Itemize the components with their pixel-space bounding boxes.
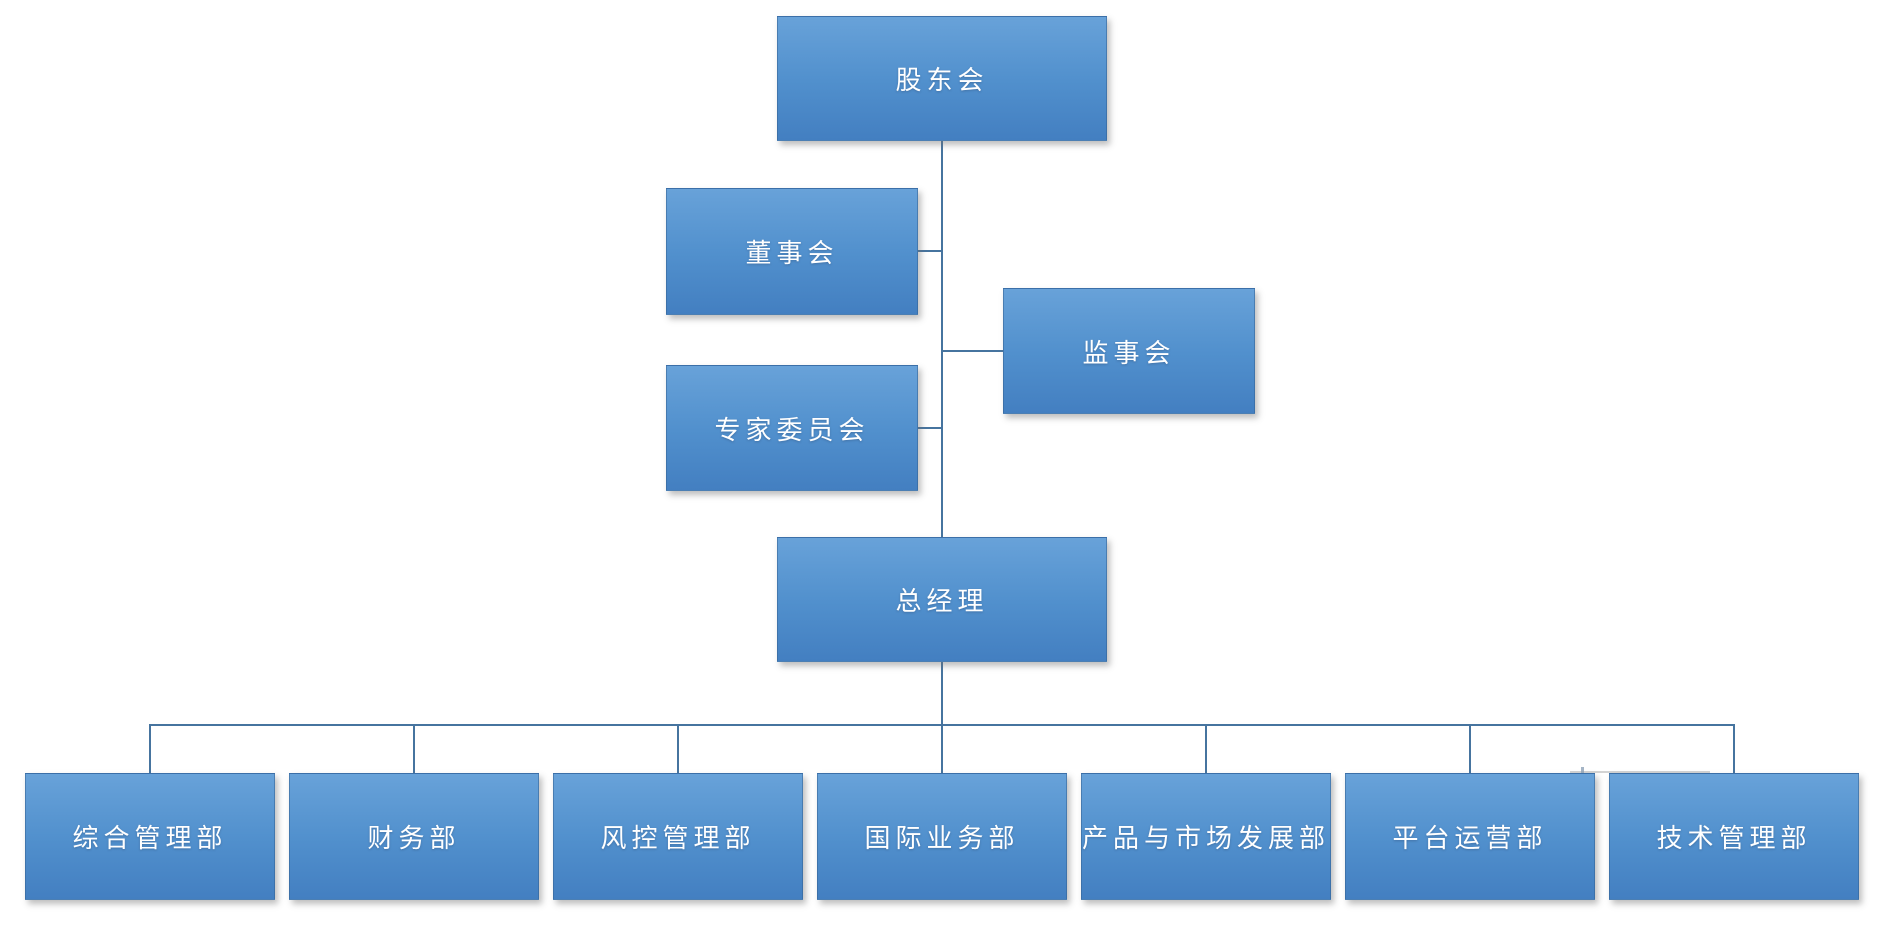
- connector-spine-bottom: [941, 662, 943, 725]
- ghost-tick-artifact: [1581, 767, 1584, 774]
- org-node-dept-international-business: 国际业务部: [817, 773, 1067, 900]
- connector-drop-dept-6: [1469, 724, 1471, 773]
- connector-drop-dept-5: [1205, 724, 1207, 773]
- ghost-outline-artifact: [1570, 771, 1710, 773]
- connector-drop-dept-7: [1733, 724, 1735, 773]
- connector-drop-dept-1: [149, 724, 151, 773]
- connector-supervisory-stub: [942, 350, 1003, 352]
- org-node-shareholders-meeting: 股东会: [777, 16, 1107, 141]
- org-node-board-of-directors: 董事会: [666, 188, 918, 315]
- org-node-dept-product-market-development: 产品与市场发展部: [1081, 773, 1331, 900]
- org-node-dept-platform-operations: 平台运营部: [1345, 773, 1595, 900]
- connector-expert-stub: [918, 427, 942, 429]
- org-node-expert-committee: 专家委员会: [666, 365, 918, 491]
- org-node-supervisory-board: 监事会: [1003, 288, 1255, 414]
- connector-spine-top: [941, 141, 943, 537]
- connector-drop-dept-4: [941, 724, 943, 773]
- org-node-dept-risk-control: 风控管理部: [553, 773, 803, 900]
- connector-board-stub: [918, 250, 942, 252]
- org-node-dept-finance: 财务部: [289, 773, 539, 900]
- connector-drop-dept-3: [677, 724, 679, 773]
- org-node-general-manager: 总经理: [777, 537, 1107, 662]
- org-node-dept-general-admin: 综合管理部: [25, 773, 275, 900]
- org-node-dept-technology-management: 技术管理部: [1609, 773, 1859, 900]
- connector-drop-dept-2: [413, 724, 415, 773]
